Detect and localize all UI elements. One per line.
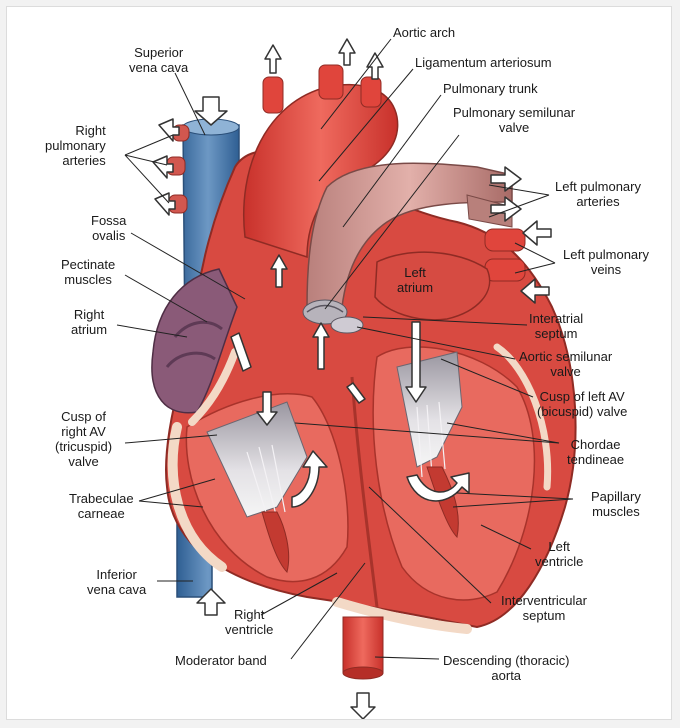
semilunar-valves [302, 299, 364, 334]
label-aortic-semilunar-valve: Aortic semilunar valve [519, 349, 613, 379]
label-ligamentum-arteriosum: Ligamentum arteriosum [415, 55, 552, 70]
left-atrium-region [374, 251, 491, 321]
left-pulmonary-veins [484, 228, 526, 282]
label-descending-aorta: Descending (thoracic) aorta [443, 653, 570, 683]
label-left-pulmonary-veins: Left pulmonary veins [563, 247, 649, 277]
descending-aorta [342, 616, 384, 680]
label-left-atrium: Left atrium [397, 265, 434, 295]
label-cusp-left-av-valve: Cusp of left AV (bicuspid) valve [537, 389, 628, 419]
label-interventricular-septum: Interventricular septum [501, 593, 587, 623]
label-interatrial-septum: Interatrial septum [529, 311, 584, 341]
label-right-ventricle: Right ventricle [225, 607, 274, 637]
label-fossa-ovalis: Fossa ovalis [91, 213, 127, 243]
label-left-ventricle: Left ventricle [535, 539, 584, 569]
label-chordae-tendineae: Chordae tendineae [567, 437, 625, 467]
label-inferior-vena-cava: Inferior vena cava [87, 567, 147, 597]
pulmonary-trunk [306, 162, 513, 308]
label-trabeculae-carneae: Trabeculae carneae [69, 491, 134, 521]
label-pulmonary-semilunar-valve: Pulmonary semilunar valve [453, 105, 576, 135]
heart-diagram [116, 38, 577, 719]
label-papillary-muscles: Papillary muscles [591, 489, 641, 519]
label-left-pulmonary-arteries: Left pulmonary arteries [555, 179, 641, 209]
label-right-pulmonary-arteries: Right pulmonary arteries [45, 123, 106, 168]
label-moderator-band: Moderator band [175, 653, 267, 668]
label-superior-vena-cava: Superior vena cava [129, 45, 189, 75]
label-aortic-arch: Aortic arch [393, 25, 456, 40]
label-pulmonary-trunk: Pulmonary trunk [443, 81, 538, 96]
figure-frame: Superior vena cava Right pulmonary arter… [6, 6, 672, 720]
label-pectinate-muscles: Pectinate muscles [61, 257, 116, 287]
label-cusp-right-av-valve: Cusp of right AV (tricuspid) valve [55, 409, 113, 469]
leader-lines [116, 38, 574, 660]
label-right-atrium: Right atrium [71, 307, 108, 337]
flow-arrow-icon [152, 38, 552, 719]
aorta [243, 64, 399, 259]
